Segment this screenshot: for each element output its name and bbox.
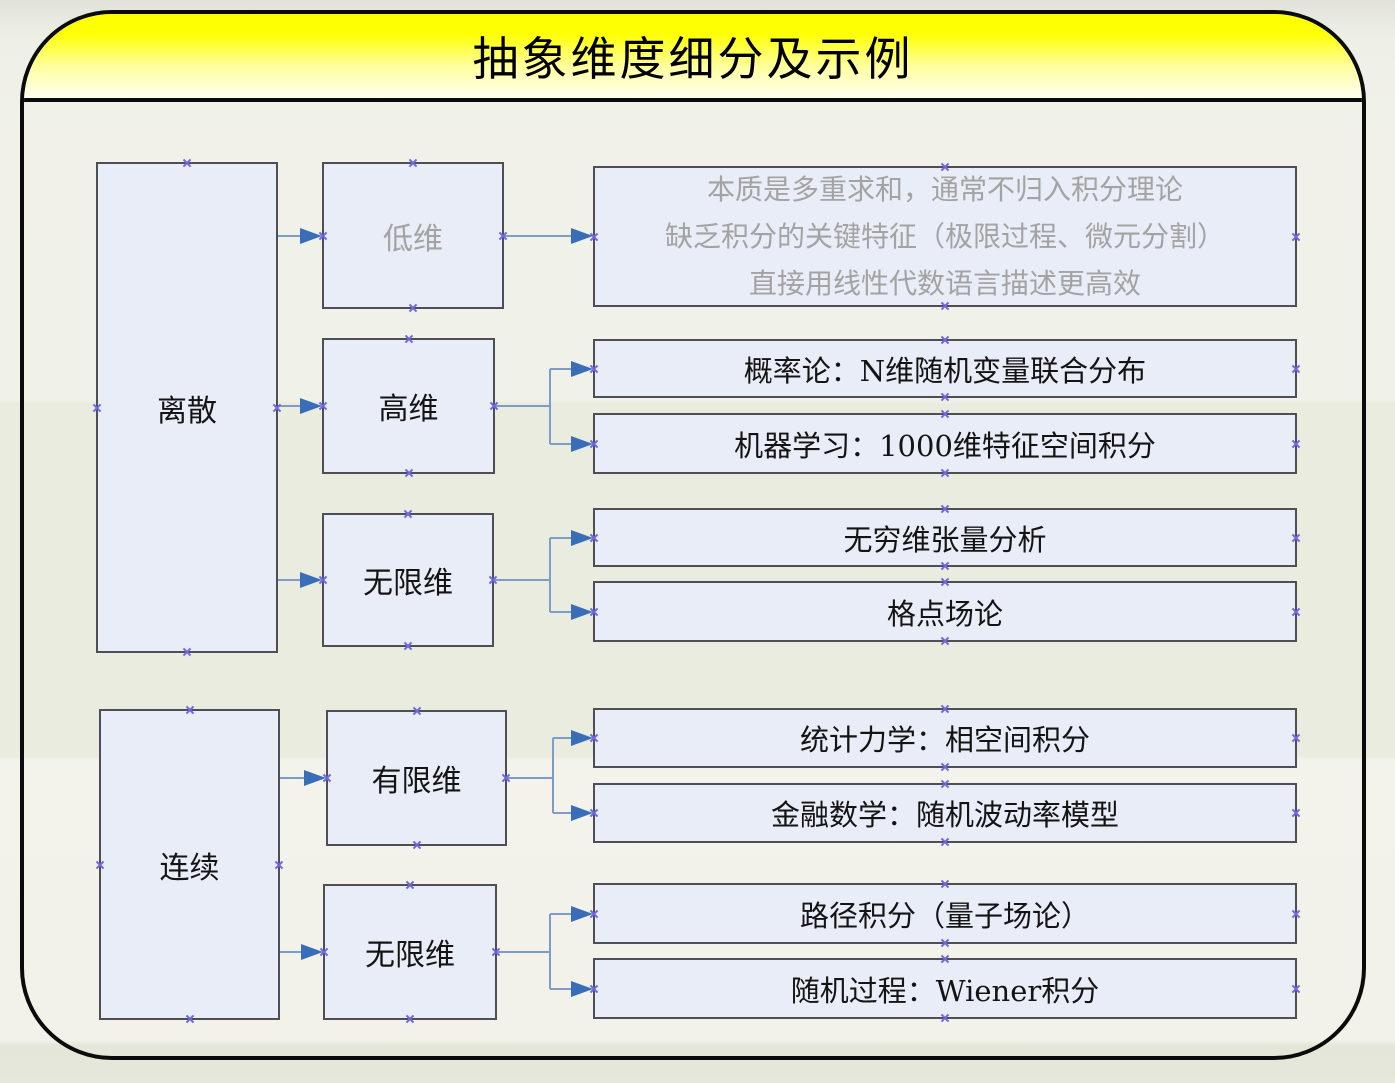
- example-statistical-mechanics[interactable]: 统计力学：相空间积分: [593, 708, 1297, 768]
- example-path-integral[interactable]: 路径积分（量子场论）: [593, 883, 1297, 944]
- diagram-title: 抽象维度细分及示例: [472, 32, 914, 86]
- node-continuous[interactable]: 连续: [99, 709, 280, 1020]
- example-financial-math[interactable]: 金融数学：随机波动率模型: [593, 783, 1297, 843]
- node-low-dim[interactable]: 低维: [322, 162, 504, 309]
- node-discrete[interactable]: 离散: [96, 162, 278, 653]
- note-line: 本质是多重求和，通常不归入积分理论: [706, 173, 1183, 206]
- node-infinite-dim-continuous[interactable]: 无限维: [323, 884, 497, 1020]
- example-probability[interactable]: 概率论：N维随机变量联合分布: [593, 339, 1297, 398]
- example-lattice-field-theory[interactable]: 格点场论: [593, 581, 1297, 642]
- diagram-frame: 抽象维度细分及示例: [20, 10, 1366, 1060]
- example-machine-learning[interactable]: 机器学习：1000维特征空间积分: [593, 413, 1297, 474]
- title-banner: 抽象维度细分及示例: [24, 14, 1362, 102]
- note-line: 直接用线性代数语言描述更高效: [748, 267, 1141, 300]
- node-infinite-dim-discrete[interactable]: 无限维: [322, 513, 494, 647]
- example-wiener-integral[interactable]: 随机过程：Wiener积分: [593, 958, 1297, 1019]
- example-tensor-analysis[interactable]: 无穷维张量分析: [593, 508, 1297, 567]
- node-low-dim-note[interactable]: 本质是多重求和，通常不归入积分理论 缺乏积分的关键特征（极限过程、微元分割） 直…: [593, 166, 1297, 307]
- node-finite-dim[interactable]: 有限维: [326, 710, 507, 846]
- note-line: 缺乏积分的关键特征（极限过程、微元分割）: [664, 220, 1225, 253]
- node-high-dim[interactable]: 高维: [322, 338, 495, 474]
